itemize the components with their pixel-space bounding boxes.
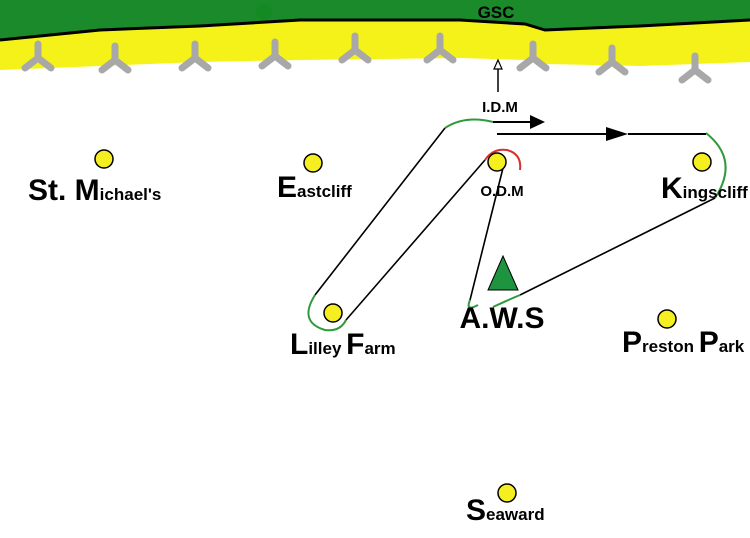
route-arc-kingscliff (705, 132, 727, 199)
course-route (307, 58, 727, 332)
groyne-icon (21, 40, 55, 72)
groyne-icon (338, 32, 372, 64)
label-eastcliff: Eastcliff (277, 171, 352, 204)
buoy-seaward (497, 483, 517, 503)
groyne-row (21, 32, 712, 84)
route-line-odm-aws (469, 159, 506, 301)
label-preston-park: Preston Park (622, 326, 745, 359)
route-arc-top (444, 118, 494, 129)
route-arc-aws (467, 299, 479, 309)
label-kingscliff: Kingscliff (661, 172, 748, 205)
label-seaward: Seaward (466, 494, 545, 527)
label-lilley-farm: Lilley Farm (290, 328, 396, 361)
odm-label: O.D.M (480, 183, 523, 200)
coast-label: GSC (478, 3, 515, 22)
buoy-eastcliff (303, 153, 323, 173)
buoy-odm (487, 152, 507, 172)
groyne-icon (258, 38, 292, 70)
route-arc-odm (484, 148, 522, 171)
groyne-icon (178, 40, 212, 72)
route-arc-aws-right (492, 294, 521, 308)
groyne-icon (423, 32, 457, 64)
groyne-icon (678, 52, 712, 84)
route-arc-lilley (307, 294, 347, 332)
buoy-preston-park (657, 309, 677, 329)
route-line-lilley-inner (345, 159, 486, 321)
buoy-kingscliff (692, 152, 712, 172)
route-line-lilley-outer (314, 127, 446, 296)
tree-icon (256, 4, 272, 20)
label-st-michaels: St. Michael's (28, 174, 161, 207)
idm-label: I.D.M (482, 99, 518, 116)
idm-arrow-head (493, 58, 503, 70)
coastline (0, 18, 750, 42)
buoys (94, 149, 712, 503)
groyne-icon (595, 44, 629, 76)
route-line-aws-kings (519, 197, 716, 296)
sand-strip (0, 20, 750, 70)
buoy-st-michaels (94, 149, 114, 169)
groyne-icon (98, 42, 132, 74)
groyne-icon (516, 40, 550, 72)
arrow-head-2 (606, 127, 628, 141)
aws-triangle-marker (487, 254, 519, 291)
aws-label: A.W.S (459, 302, 544, 335)
arrow-head-1 (530, 115, 545, 129)
buoy-lilley-farm (323, 303, 343, 323)
